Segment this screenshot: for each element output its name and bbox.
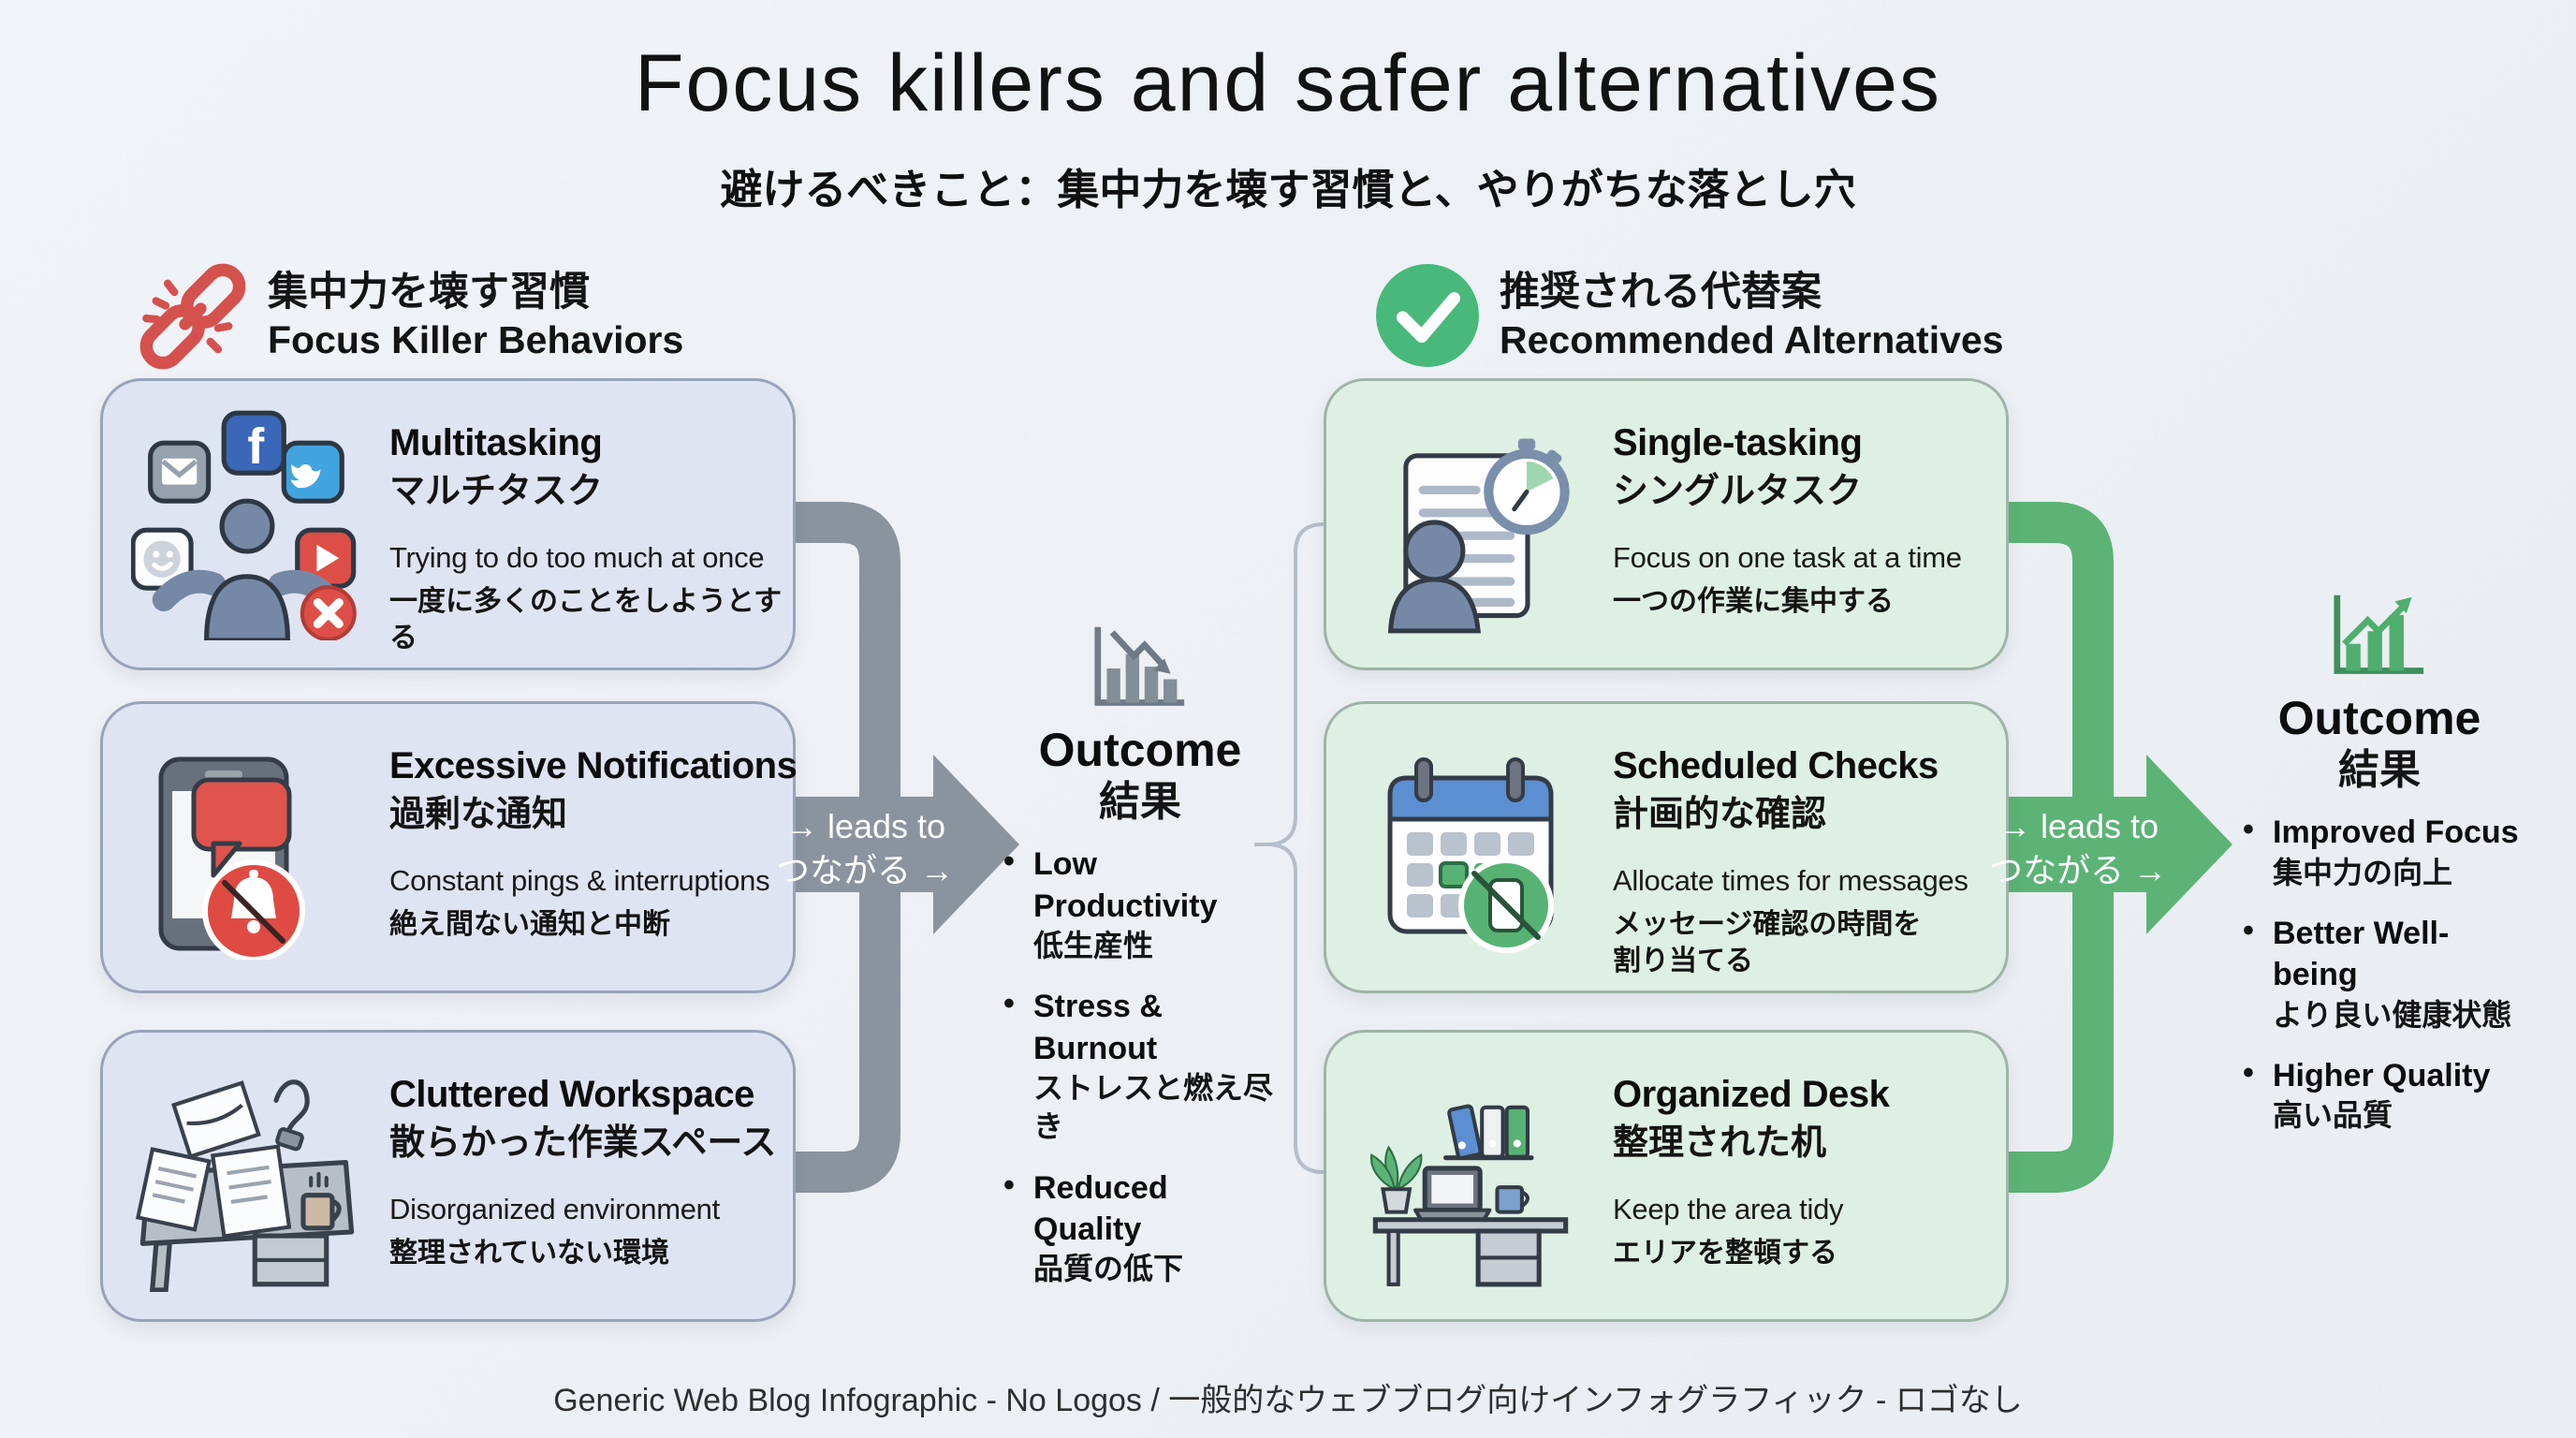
calendar-no-phone-icon: [1341, 715, 1600, 979]
card-scheduled-checks-text: Scheduled Checks 計画的な確認 Allocate times f…: [1613, 745, 2006, 979]
card-desc-ja: 絶え間ない通知と中断: [389, 909, 670, 941]
outcome-item-ja: 高い品質: [2273, 1098, 2393, 1133]
card-desc-en: Trying to do too much at once: [389, 541, 765, 575]
card-excessive-notifications-text: Excessive Notifications 過剰な通知 Constant p…: [389, 745, 798, 943]
svg-text:f: f: [247, 418, 264, 475]
card-desc-en: Keep the area tidy: [1613, 1193, 1844, 1226]
rising-chart-icon: [2239, 590, 2520, 683]
card-title-en: Cluttered Workspace: [389, 1074, 754, 1115]
leads-to-line1: → leads to: [783, 807, 946, 845]
focus-killers-header: 集中力を壊す習慣 Focus Killer Behaviors: [268, 268, 683, 363]
leads-to-label-gray: → leads to つながる →: [771, 805, 959, 893]
card-desc-en: Constant pings & interruptions: [389, 864, 770, 898]
footer-note: Generic Web Blog Infographic - No Logos …: [553, 1383, 2023, 1418]
card-title-ja: シングルタスク: [1613, 471, 1863, 511]
outcome-item-ja: 品質の低下: [1033, 1252, 1184, 1286]
list-item: Low Productivity 低生産性: [1000, 844, 1281, 965]
card-single-tasking: Single-tasking シングルタスク Focus on one task…: [1324, 378, 2009, 670]
outcome-heading-ja: 結果: [2338, 747, 2421, 793]
card-cluttered-workspace: Cluttered Workspace 散らかった作業スペース Disorgan…: [100, 1030, 796, 1322]
card-title-en: Organized Desk: [1613, 1074, 1890, 1115]
leads-to-line2: つながる →: [775, 850, 954, 889]
card-title-ja: 過剰な通知: [389, 794, 568, 834]
outcome-item-en: Higher Quality: [2273, 1058, 2491, 1094]
check-circle-icon: [1374, 262, 1481, 369]
outcome-item-en: Better Well-being: [2273, 916, 2450, 993]
page-title: Focus killers and safer alternatives: [634, 38, 1941, 128]
page-subtitle: 避けるべきこと：集中力を壊す習慣と、やりがちな落とし穴: [720, 166, 1856, 213]
card-multitasking: f Multitasking マルチタスク Trying to do too: [100, 378, 796, 670]
list-item: Improved Focus 集中力の向上: [2239, 812, 2520, 892]
card-desc-ja: エリアを整頓する: [1613, 1238, 1837, 1269]
card-single-tasking-text: Single-tasking シングルタスク Focus on one task…: [1613, 422, 2006, 620]
positive-outcome-block: Outcome 結果 Improved Focus 集中力の向上 Better …: [2239, 590, 2520, 1156]
outcome-item-en: Stress & Burnout: [1033, 989, 1163, 1066]
card-desc-en: Allocate times for messages: [1613, 864, 1969, 898]
card-title-ja: 計画的な確認: [1613, 794, 1827, 834]
outcome-heading-en: Outcome: [1038, 724, 1242, 776]
outcome-item-ja: 低生産性: [1033, 928, 1154, 962]
outcome-item-ja: ストレスと燃え尽き: [1033, 1070, 1274, 1144]
card-scheduled-checks: Scheduled Checks 計画的な確認 Allocate times f…: [1324, 701, 2009, 993]
leads-to-line1: → leads to: [1997, 807, 2159, 845]
gray-flow-arrow: [790, 502, 1019, 1193]
card-desc-en: Disorganized environment: [389, 1193, 720, 1226]
leads-to-label-green: → leads to つながる →: [1984, 805, 2172, 893]
card-title-ja: 整理された机: [1613, 1123, 1827, 1163]
card-desc-ja: 整理されていない環境: [389, 1238, 670, 1269]
list-item: Higher Quality 高い品質: [2239, 1055, 2520, 1136]
organized-desk-icon: [1341, 1044, 1600, 1308]
leads-to-line2: つながる →: [1988, 850, 2167, 889]
card-desc-ja: 一度に多くのことをしようとする: [389, 586, 783, 654]
focus-killers-header-ja: 集中力を壊す習慣: [268, 270, 590, 315]
card-title-ja: 散らかった作業スペース: [389, 1123, 777, 1163]
card-title-ja: マルチタスク: [389, 471, 604, 511]
card-desc-ja: 一つの作業に集中する: [1613, 586, 1894, 618]
alternatives-header-en: Recommended Alternatives: [1500, 318, 2004, 362]
outcome-item-ja: 集中力の向上: [2273, 855, 2453, 889]
card-excessive-notifications: Excessive Notifications 過剰な通知 Constant p…: [100, 701, 798, 993]
negative-outcome-list: Low Productivity 低生産性 Stress & Burnout ス…: [1000, 844, 1281, 1289]
card-title-en: Scheduled Checks: [1613, 745, 1939, 786]
outcome-heading-en: Outcome: [2277, 692, 2481, 744]
outcome-item-en: Improved Focus: [2273, 814, 2519, 851]
list-item: Stress & Burnout ストレスと燃え尽き: [1000, 986, 1281, 1147]
negative-outcome-block: Outcome 結果 Low Productivity 低生産性 Stress …: [1000, 622, 1281, 1310]
alternatives-header-ja: 推奨される代替案: [1500, 270, 1822, 315]
card-organized-desk: Organized Desk 整理された机 Keep the area tidy…: [1324, 1030, 2009, 1322]
alternatives-header: 推奨される代替案 Recommended Alternatives: [1500, 268, 2004, 363]
single-tasking-icon: [1341, 392, 1600, 656]
card-organized-desk-text: Organized Desk 整理された机 Keep the area tidy…: [1613, 1074, 2006, 1271]
card-desc-ja: メッセージ確認の時間を 割り当てる: [1613, 909, 1922, 977]
card-title-en: Single-tasking: [1613, 422, 1863, 463]
multitasking-person-icon: f: [118, 392, 376, 656]
broken-chain-icon: [139, 262, 247, 371]
cluttered-desk-icon: [118, 1044, 376, 1308]
card-cluttered-workspace-text: Cluttered Workspace 散らかった作業スペース Disorgan…: [389, 1074, 783, 1271]
card-desc-en: Focus on one task at a time: [1613, 541, 1962, 575]
card-title-en: Multitasking: [389, 422, 603, 463]
outcome-heading-ja: 結果: [1099, 779, 1181, 825]
list-item: Better Well-being より良い健康状態: [2239, 913, 2520, 1034]
positive-outcome-list: Improved Focus 集中力の向上 Better Well-being …: [2239, 812, 2520, 1136]
declining-chart-icon: [1000, 622, 1281, 715]
outcome-item-en: Low Productivity: [1033, 846, 1218, 924]
outcome-item-en: Reduced Quality: [1033, 1169, 1168, 1248]
green-flow-arrow: [2003, 502, 2232, 1193]
list-item: Reduced Quality 品質の低下: [1000, 1167, 1281, 1289]
card-multitasking-text: Multitasking マルチタスク Trying to do too muc…: [389, 422, 783, 656]
focus-killers-header-en: Focus Killer Behaviors: [268, 318, 684, 362]
outcome-item-ja: より良い健康状態: [2273, 997, 2512, 1032]
card-title-en: Excessive Notifications: [389, 745, 798, 786]
phone-no-notifications-icon: [118, 715, 376, 979]
